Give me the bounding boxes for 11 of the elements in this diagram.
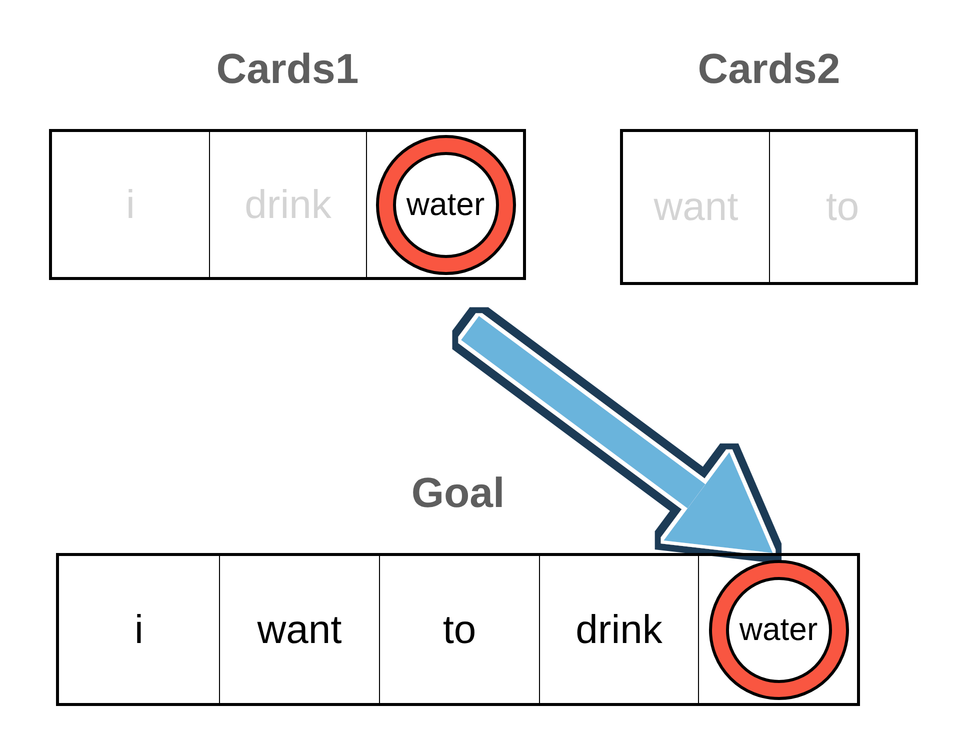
circle-marker bbox=[708, 560, 848, 700]
card-word: to bbox=[442, 608, 476, 652]
card-word: drink bbox=[576, 608, 662, 652]
arrow bbox=[461, 316, 773, 553]
array-title: Cards2 bbox=[698, 48, 840, 90]
array-title: Goal bbox=[411, 472, 505, 514]
array-title: Cards1 bbox=[216, 48, 359, 90]
card-word: i bbox=[134, 608, 144, 652]
card-word: want bbox=[257, 608, 342, 652]
card-word: water bbox=[739, 612, 818, 648]
card-word: water bbox=[406, 186, 485, 222]
